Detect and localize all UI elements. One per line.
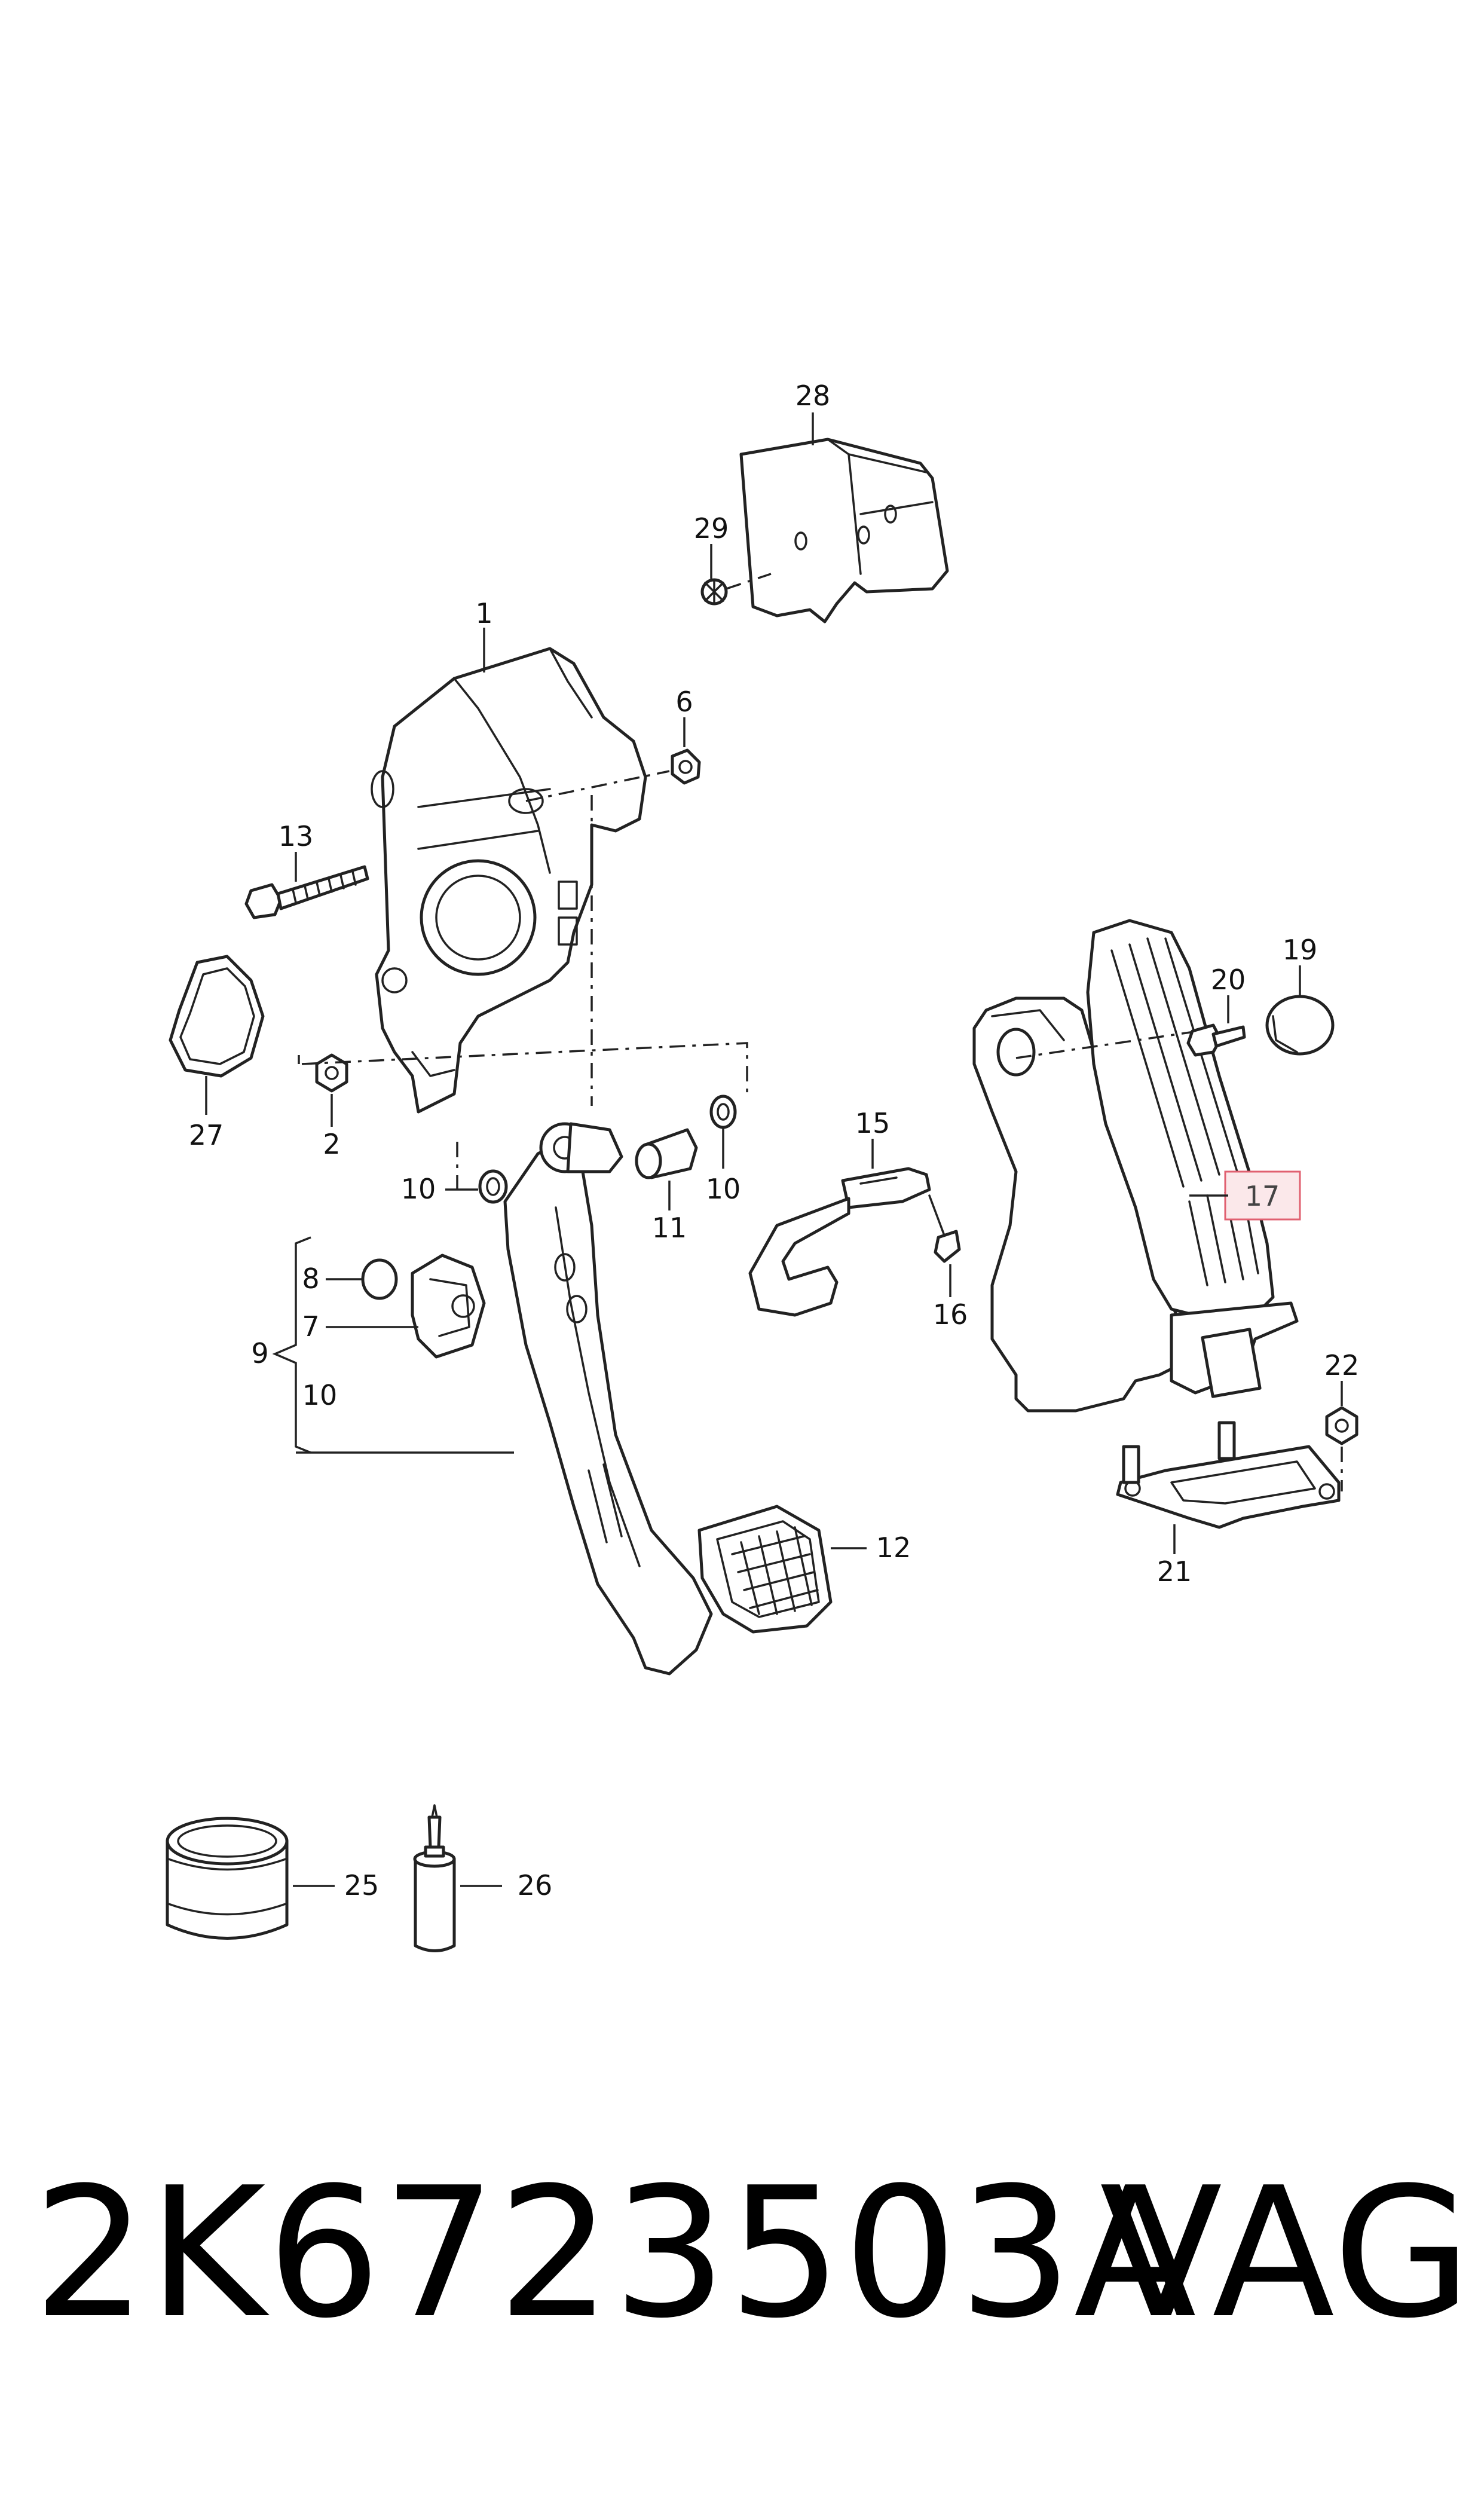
brand-name: VAG — [1100, 2149, 1473, 2358]
callout-27: 27 — [189, 1119, 224, 1151]
callout-10-left: 10 — [401, 1173, 436, 1205]
callout-12: 12 — [876, 1531, 911, 1564]
part-15-bracket — [748, 1167, 931, 1317]
pivot-sleeve — [539, 1122, 623, 1173]
callout-8: 8 — [302, 1262, 319, 1295]
part-13-bolt — [244, 865, 369, 919]
part-29-washer — [700, 578, 728, 606]
callout-13: 13 — [279, 820, 314, 852]
part-2-nut — [315, 1053, 348, 1093]
part-10-washer-right — [709, 1095, 737, 1129]
part-12-pedal-pad — [697, 1505, 833, 1634]
callout-21: 21 — [1157, 1555, 1192, 1588]
part-26-grease-tube — [413, 1804, 456, 1952]
part-6-nut — [671, 748, 701, 785]
part-27-gasket — [169, 955, 265, 1078]
callout-1: 1 — [475, 597, 492, 629]
part-8-o-ring — [361, 1258, 398, 1300]
part-25-sleeve — [166, 1817, 289, 1940]
part-number: 2K6723503A — [33, 2149, 1198, 2358]
callout-11: 11 — [652, 1212, 687, 1244]
callout-7: 7 — [302, 1310, 319, 1343]
callout-15: 15 — [855, 1107, 891, 1139]
callout-25: 25 — [344, 1869, 380, 1901]
callout-16: 16 — [933, 1298, 968, 1331]
footer: 2K6723503A VAG — [0, 2128, 1484, 2379]
part-20-screw — [1186, 1023, 1246, 1057]
callout-10-right: 10 — [706, 1173, 741, 1205]
part-22-nut — [1325, 1406, 1358, 1445]
callout-28: 28 — [795, 380, 831, 412]
callout-9: 9 — [251, 1337, 268, 1369]
part-17-accelerator-pedal — [972, 919, 1299, 1413]
callout-2: 2 — [323, 1128, 340, 1160]
callout-26: 26 — [518, 1869, 553, 1901]
callout-20: 20 — [1211, 964, 1246, 996]
part-10-washer-left — [478, 1169, 508, 1204]
part-28-bracket — [739, 438, 949, 623]
part-11-bushing — [635, 1128, 698, 1179]
callout-19: 19 — [1283, 934, 1318, 966]
part-16-screw — [928, 1194, 961, 1263]
part-1-pedal-bracket — [371, 647, 647, 1114]
callout-22: 22 — [1324, 1349, 1360, 1381]
pedal-arm — [503, 1134, 713, 1676]
callout-29: 29 — [694, 512, 729, 545]
callout-6: 6 — [675, 686, 693, 718]
callout-10-group: 10 — [302, 1379, 338, 1411]
part-21-base-plate — [1116, 1421, 1341, 1529]
part-7-spring-mount — [411, 1254, 486, 1359]
callout-17: 17 — [1245, 1180, 1280, 1212]
part-19-cap — [1265, 995, 1335, 1056]
